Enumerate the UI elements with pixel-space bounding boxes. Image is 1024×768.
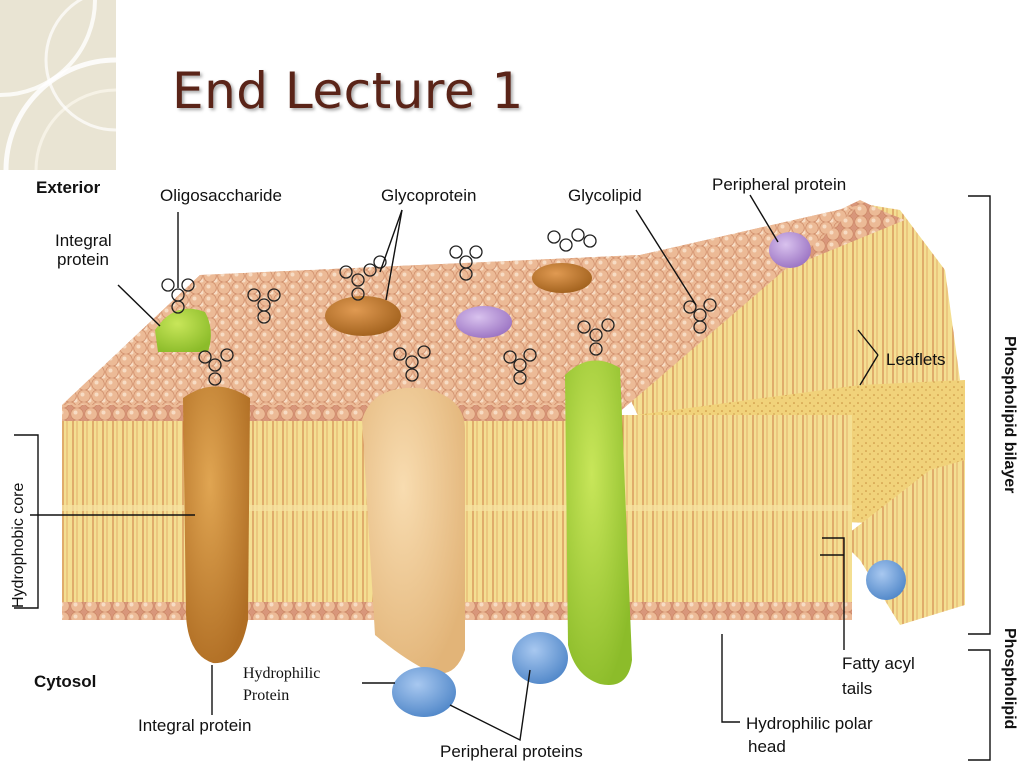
label-hydrophilic-polar-head-line2: head [748, 737, 786, 756]
label-integral-protein-bottom: Integral protein [138, 716, 251, 735]
label-glycolipid: Glycolipid [568, 186, 642, 205]
label-integral-protein-top-line2: protein [57, 250, 109, 269]
peripheral-protein-purple-surface [456, 306, 512, 338]
label-phospholipid-bilayer: Phospholipid bilayer [1000, 336, 1018, 493]
label-leaflets: Leaflets [886, 350, 946, 369]
label-peripheral-proteins-bottom: Peripheral proteins [440, 742, 583, 761]
label-exterior: Exterior [36, 178, 100, 197]
integral-protein-brown [183, 387, 250, 664]
glycoprotein-blob [325, 296, 401, 336]
peripheral-protein-blue-2 [512, 632, 568, 684]
glycolipid-blob [532, 263, 592, 293]
label-cytosol: Cytosol [34, 672, 96, 691]
label-integral-protein-top-line1: Integral [55, 231, 112, 250]
label-fatty-acyl-tails-line1: Fatty acyl [842, 654, 915, 673]
label-glycoprotein: Glycoprotein [381, 186, 476, 205]
label-phospholipid-partial: Phospholipid [1000, 628, 1018, 729]
peripheral-protein-blue-3 [866, 560, 906, 600]
label-hydrophilic-protein-line1: Hydrophilic [243, 664, 320, 684]
label-hydrophilic-polar-head-line1: Hydrophilic polar [746, 714, 873, 733]
label-hydrophobic-core: Hydrophobic core [10, 483, 28, 608]
label-fatty-acyl-tails-line2: tails [842, 679, 872, 698]
label-oligosaccharide: Oligosaccharide [160, 186, 282, 205]
label-hydrophilic-protein-line2: Protein [243, 686, 289, 706]
peripheral-protein-blue-1 [392, 667, 456, 717]
label-peripheral-protein-top: Peripheral protein [712, 175, 846, 194]
integral-protein-tan [362, 388, 465, 674]
